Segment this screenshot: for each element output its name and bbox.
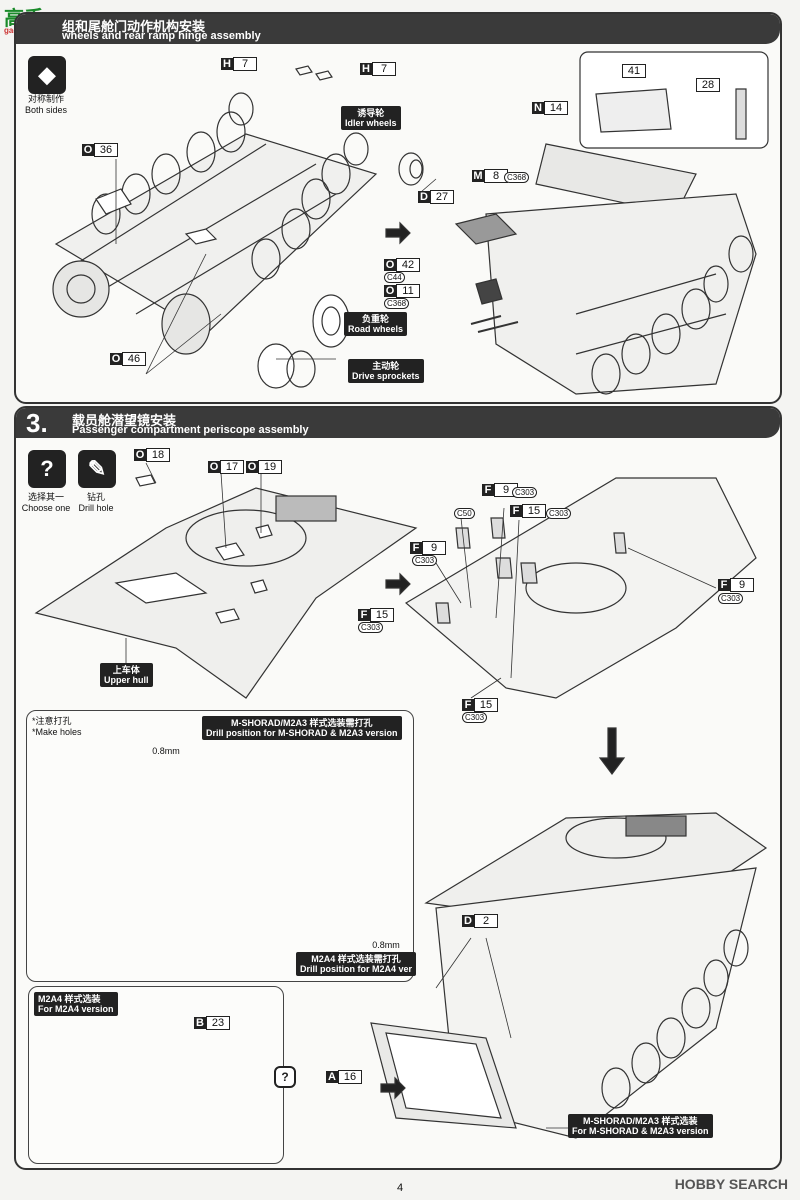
- part-41: 41: [622, 64, 646, 78]
- both-sides-icon: ◆: [28, 56, 66, 94]
- step3-panel: 3. 载员舱潜望镜安装 Passenger compartment perisc…: [14, 406, 782, 1170]
- step2-title-en: wheels and rear ramp hinge assembly: [62, 30, 261, 42]
- part-28: 28: [696, 78, 720, 92]
- drill-icon: ✎: [78, 450, 116, 488]
- step3-title-en: Passenger compartment periscope assembly: [72, 424, 309, 436]
- step2-header: 组和尾舱门动作机构安装 wheels and rear ramp hinge a…: [16, 14, 780, 44]
- question-small-icon: ?: [274, 1066, 296, 1088]
- glue-c44: C44: [384, 272, 405, 283]
- step3-header: 3. 载员舱潜望镜安装 Passenger compartment perisc…: [16, 408, 780, 438]
- question-icon: ?: [28, 450, 66, 488]
- page-number: 4: [396, 1182, 404, 1194]
- drill-size-b: 0.8mm: [372, 940, 400, 950]
- glue-c303-f: C303: [462, 712, 488, 723]
- step2-title-cn: 组和尾舱门动作机构安装: [62, 19, 206, 34]
- step2-drawing: [52, 51, 769, 395]
- step2-panel: 组和尾舱门动作机构安装 wheels and rear ramp hinge a…: [14, 12, 782, 404]
- glue-c303-d: C303: [718, 593, 744, 604]
- glue-c303-c: C303: [412, 555, 438, 566]
- glue-c368-b: C368: [384, 298, 410, 309]
- drill-size-a: 0.8mm: [152, 746, 180, 756]
- glue-c303-e: C303: [358, 622, 384, 633]
- glue-c303-b: C303: [546, 508, 572, 519]
- glue-c303-a: C303: [512, 487, 538, 498]
- make-holes-note: *注意打孔*Make holes: [32, 716, 82, 737]
- watermark-bottom: HOBBY SEARCH: [674, 1176, 788, 1192]
- drill-inset: [26, 710, 414, 982]
- step3-number: 3.: [26, 408, 48, 438]
- glue-c50: C50: [454, 508, 475, 519]
- glue-c368-a: C368: [504, 172, 530, 183]
- step3-title-cn: 载员舱潜望镜安装: [72, 413, 177, 428]
